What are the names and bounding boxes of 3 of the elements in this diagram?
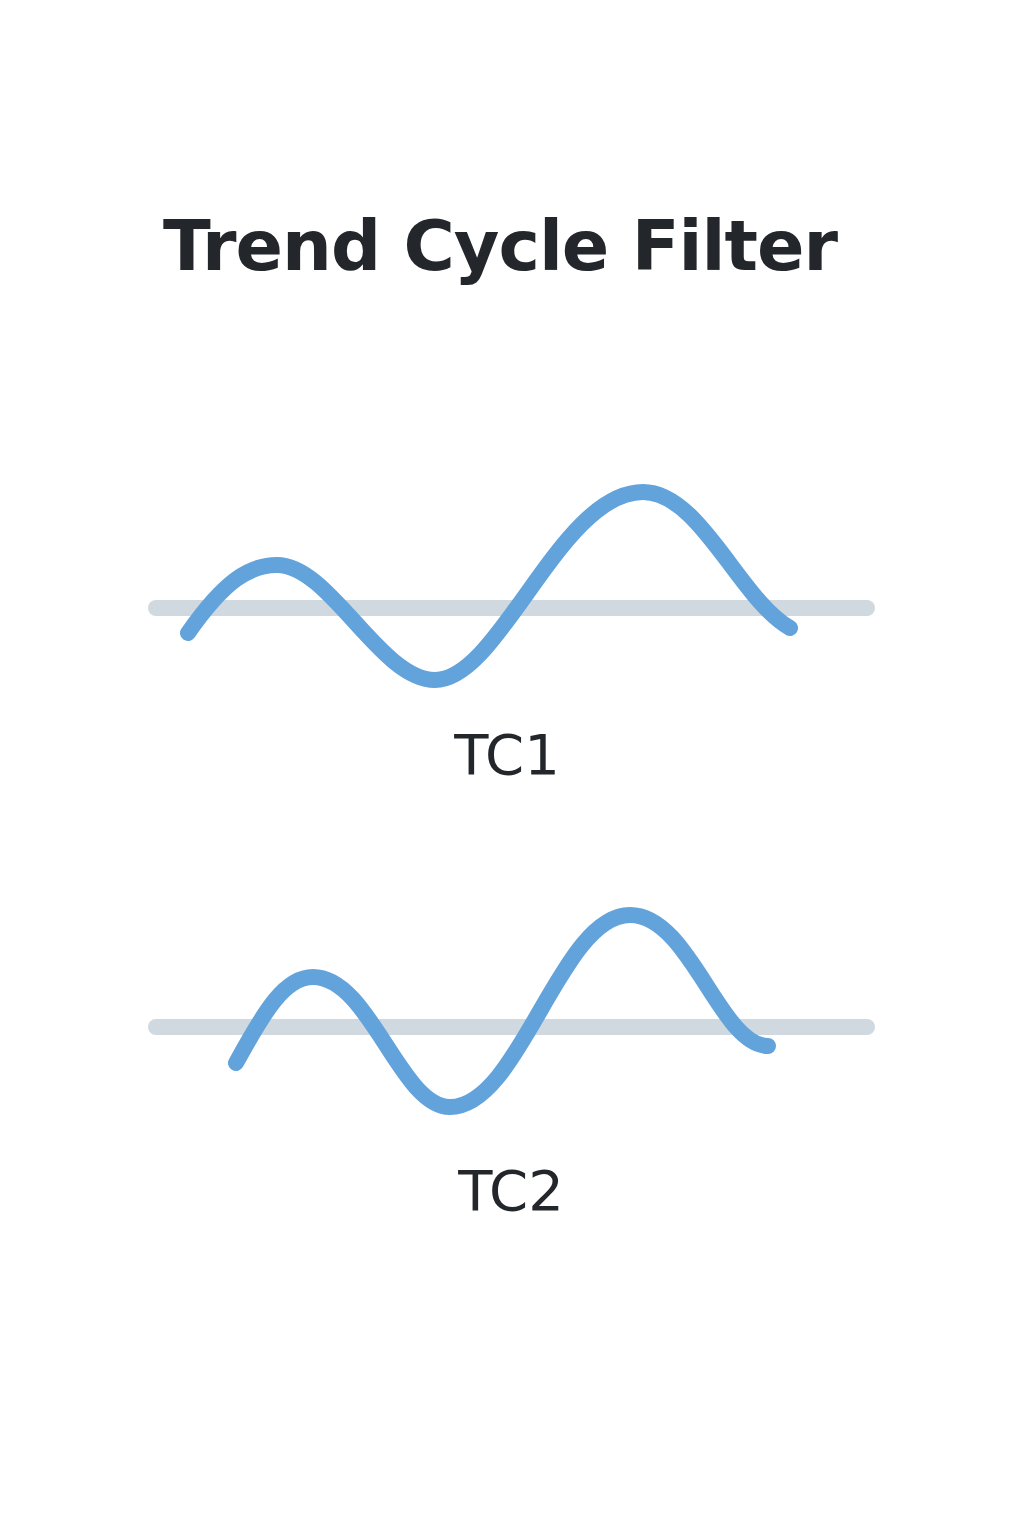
diagram-title: Trend Cycle Filter [162,205,839,287]
wave-label: TC1 [453,722,561,787]
wave-label: TC2 [457,1158,565,1223]
